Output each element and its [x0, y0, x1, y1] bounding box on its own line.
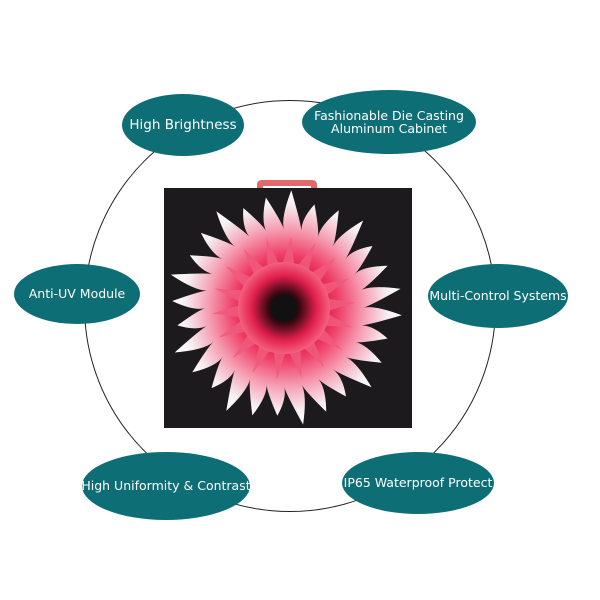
feature-ip65-waterproof: IP65 Waterproof Protect	[342, 452, 494, 514]
feature-die-casting-cabinet: Fashionable Die Casting Aluminum Cabinet	[302, 90, 476, 154]
feature-uniformity-contrast: High Uniformity & Contrast	[81, 452, 251, 520]
feature-label-line-2: Aluminum Cabinet	[331, 121, 447, 136]
feature-label: Anti-UV Module	[28, 286, 126, 302]
led-cabinet-icon	[164, 180, 412, 428]
feature-label: High Brightness	[129, 116, 237, 133]
flower-center	[270, 294, 298, 322]
feature-label: Multi-Control Systems	[429, 288, 567, 304]
feature-label: IP65 Waterproof Protect	[343, 475, 493, 491]
led-cabinet-image	[164, 178, 412, 428]
feature-anti-uv-module: Anti-UV Module	[14, 264, 140, 324]
flower-graphic	[170, 190, 402, 425]
cabinet-handle	[257, 180, 317, 190]
feature-multi-control-systems: Multi-Control Systems	[428, 264, 568, 328]
feature-high-brightness: High Brightness	[122, 94, 244, 156]
feature-label-line-1: Fashionable Die Casting	[314, 107, 464, 123]
feature-label: High Uniformity & Contrast	[81, 478, 251, 494]
